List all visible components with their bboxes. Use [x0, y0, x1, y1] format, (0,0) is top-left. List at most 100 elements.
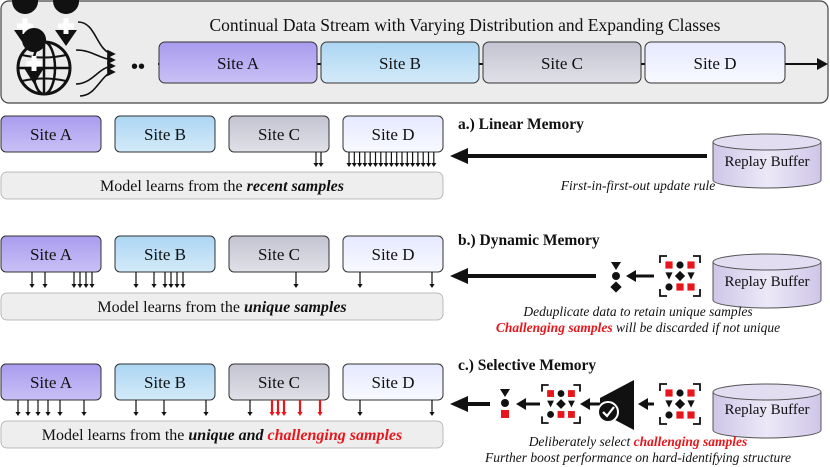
sample-arrow	[388, 152, 394, 167]
model-text-emphasis: recent samples	[247, 178, 344, 195]
site-d-box[interactable]: Site D	[342, 235, 444, 273]
section-note-2: Further boost performance on hard-identi…	[484, 450, 791, 465]
sample-arrow	[174, 272, 180, 288]
sample-arrow	[431, 152, 437, 167]
section-selective-memory: Site A Site B Site C Site D Model learns…	[0, 357, 822, 465]
sample-arrow	[404, 152, 410, 167]
stream-arrowhead	[817, 58, 828, 70]
svg-text:Model learns from the unique s: Model learns from the unique samples	[97, 299, 346, 316]
stream-panel: Continual Data Stream with Varying Distr…	[0, 0, 829, 104]
sample-arrow	[297, 400, 303, 416]
sample-arrow	[15, 400, 21, 416]
svg-text:Site D: Site D	[372, 245, 415, 264]
sample-arrow	[351, 152, 357, 167]
sample-arrow	[25, 400, 31, 416]
site-d-box[interactable]: Site D	[342, 363, 444, 401]
sample-arrow	[357, 400, 363, 416]
sample-arrow	[42, 272, 48, 288]
svg-text:Site B: Site B	[144, 373, 186, 392]
sample-arrow	[275, 400, 281, 416]
sample-arrow	[425, 152, 432, 167]
section-note: First-in-first-out update rule	[560, 178, 716, 193]
section-heading: c.) Selective Memory	[458, 357, 596, 374]
sample-arrow	[29, 272, 35, 288]
svg-text:Model learns from the unique a: Model learns from the unique and challen…	[42, 427, 402, 444]
site-c-box[interactable]: Site C	[228, 115, 330, 153]
sample-arrow	[372, 152, 379, 167]
model-learns-bar: Model learns from the recent samples	[0, 171, 444, 200]
svg-text:Site C: Site C	[258, 373, 300, 392]
sample-arrow	[133, 400, 139, 416]
sample-arrow	[161, 400, 167, 416]
sample-arrow	[35, 400, 41, 416]
model-text-emphasis: unique samples	[244, 299, 347, 316]
sample-arrow	[410, 152, 416, 167]
svg-text:Site A: Site A	[30, 125, 73, 144]
section-note-1: Deliberately select challenging samples	[528, 434, 748, 449]
split-arrows	[75, 21, 116, 97]
sample-arrow	[394, 152, 400, 167]
sample-arrow	[83, 272, 89, 288]
sample-arrow	[429, 272, 435, 288]
svg-text:Model learns from the recent s: Model learns from the recent samples	[100, 178, 344, 195]
section-linear-memory: Site A Site B Site C Site D Model learns…	[0, 115, 822, 200]
site-c-box[interactable]: Site C	[228, 235, 330, 273]
sample-cluster-icon	[541, 384, 581, 424]
replay-buffer: Replay Buffer	[712, 133, 822, 189]
site-b-box[interactable]: Site B	[114, 235, 216, 273]
sample-arrow	[293, 272, 299, 288]
site-b-box[interactable]: Site B	[114, 115, 216, 153]
sample-arrow	[203, 400, 209, 416]
globe-with-medical-crosses-icon	[12, 0, 80, 96]
replay-buffer-label: Replay Buffer	[724, 402, 809, 418]
site-c-box[interactable]: Site C	[228, 363, 330, 401]
funnel-filter-icon	[597, 380, 634, 430]
sample-arrow	[313, 152, 319, 167]
model-learns-bar: Model learns from the unique samples	[0, 292, 444, 321]
sample-arrow	[420, 152, 426, 167]
sample-arrow	[168, 272, 174, 288]
sample-arrow	[357, 152, 363, 167]
svg-text:Site A: Site A	[30, 245, 73, 264]
stream-site-a[interactable]: Site A	[158, 41, 318, 84]
sample-arrow	[357, 272, 363, 288]
sample-arrow	[362, 152, 368, 167]
model-text-prefix: Model learns from the	[42, 427, 189, 444]
stream-site-c[interactable]: Site C	[482, 41, 642, 84]
model-text-prefix: Model learns from the	[97, 299, 244, 316]
svg-text:Site D: Site D	[372, 373, 415, 392]
sample-arrow	[89, 272, 95, 288]
model-text-emphasis: unique and	[188, 427, 267, 444]
svg-text:Site A: Site A	[30, 373, 73, 392]
stream-title: Continual Data Stream with Varying Distr…	[209, 15, 720, 35]
stream-site-b[interactable]: Site B	[320, 41, 480, 84]
section-note-2: Challenging samples will be discarded if…	[496, 320, 780, 335]
replay-buffer: Replay Buffer	[712, 253, 822, 309]
site-b-box[interactable]: Site B	[114, 363, 216, 401]
svg-text:Site D: Site D	[694, 54, 737, 73]
stream-site-d[interactable]: Site D	[644, 41, 786, 84]
svg-text:Site A: Site A	[217, 54, 260, 73]
replay-buffer-label: Replay Buffer	[724, 154, 809, 170]
site-a-box[interactable]: Site A	[0, 363, 102, 401]
svg-text:Site C: Site C	[258, 245, 300, 264]
site-a-box[interactable]: Site A	[0, 115, 102, 153]
sample-arrow	[77, 272, 83, 288]
svg-text:Site C: Site C	[541, 54, 583, 73]
svg-text:Site C: Site C	[258, 125, 300, 144]
svg-text:Site D: Site D	[372, 125, 415, 144]
sample-arrow	[45, 400, 51, 416]
sample-arrows	[313, 152, 437, 167]
sample-arrow	[269, 400, 275, 416]
sample-arrow	[378, 152, 384, 167]
sample-arrow	[383, 152, 389, 167]
sample-arrow	[57, 400, 63, 416]
site-a-box[interactable]: Site A	[0, 235, 102, 273]
svg-text:Site B: Site B	[144, 125, 186, 144]
sample-arrows	[15, 400, 435, 416]
site-d-box[interactable]: Site D	[342, 115, 444, 153]
sample-arrow	[429, 400, 435, 416]
section-note-1: Deduplicate data to retain unique sample…	[522, 304, 752, 319]
svg-text:Site B: Site B	[379, 54, 421, 73]
replay-buffer: Replay Buffer	[712, 383, 822, 439]
